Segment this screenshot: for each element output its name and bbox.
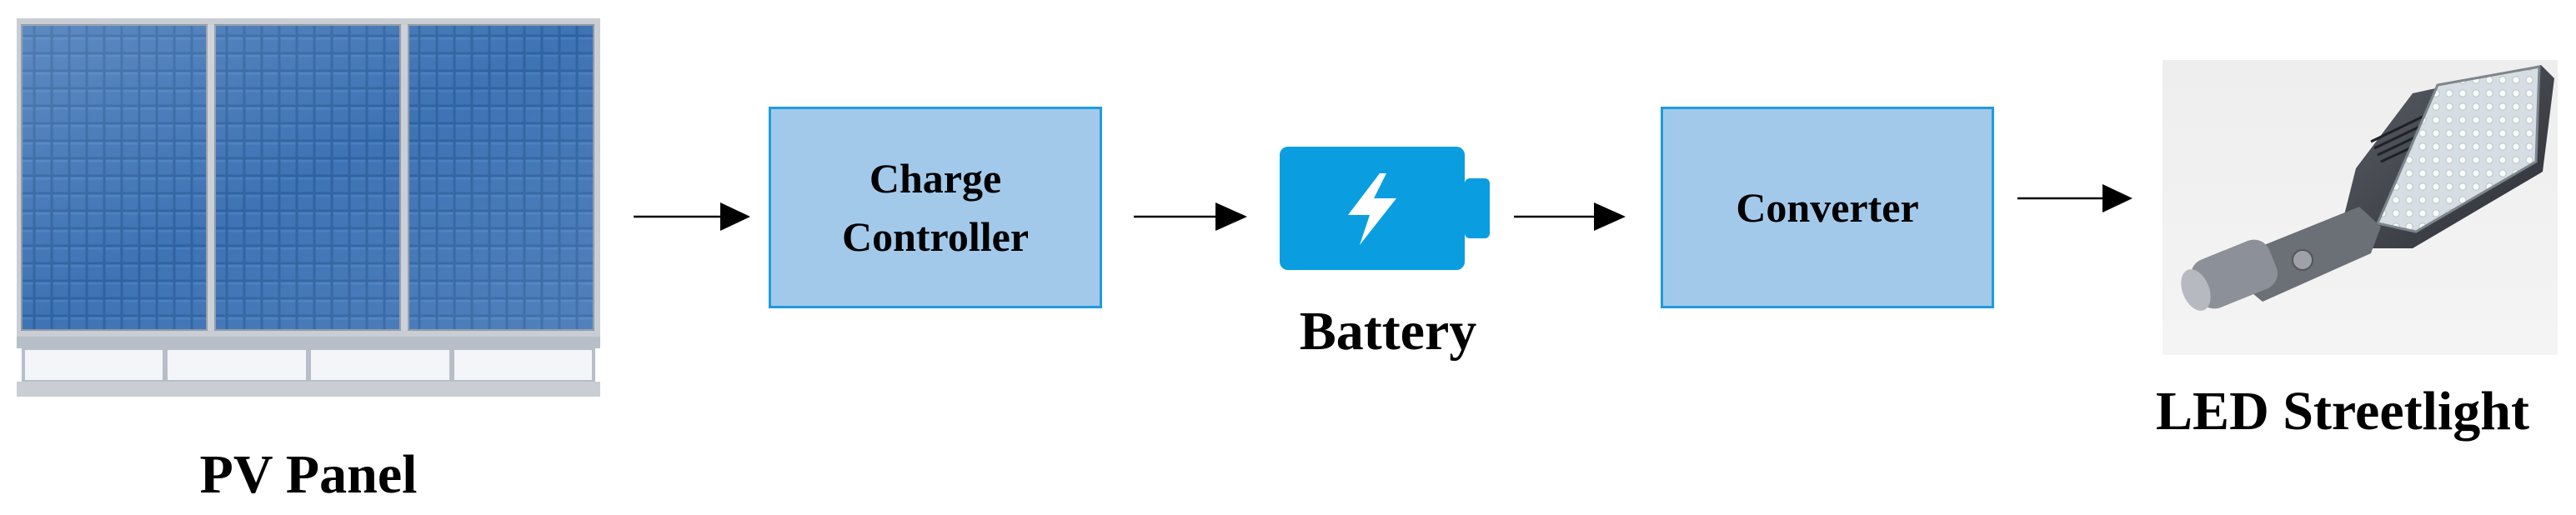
converter-label: Converter [1736, 184, 1919, 231]
pv-panel-label: PV Panel [199, 444, 418, 505]
led-streetlight-icon [2163, 60, 2558, 355]
charge-controller-box: Charge Controller [769, 107, 1102, 308]
arrow-battery-to-converter [1514, 202, 1626, 231]
charge-controller-label-line2: Controller [841, 213, 1030, 260]
battery-icon [1280, 147, 1490, 270]
battery-label: Battery [1299, 301, 1477, 362]
converter-box: Converter [1661, 107, 1994, 308]
arrow-controller-to-battery [1134, 202, 1247, 231]
led-streetlight-label: LED Streetlight [2156, 381, 2529, 442]
arrow-pv-to-controller [634, 202, 750, 231]
solar-panel-icon [17, 18, 600, 397]
charge-controller-label-line1: Charge [869, 155, 1002, 202]
arrow-converter-to-streetlight [2017, 184, 2132, 212]
